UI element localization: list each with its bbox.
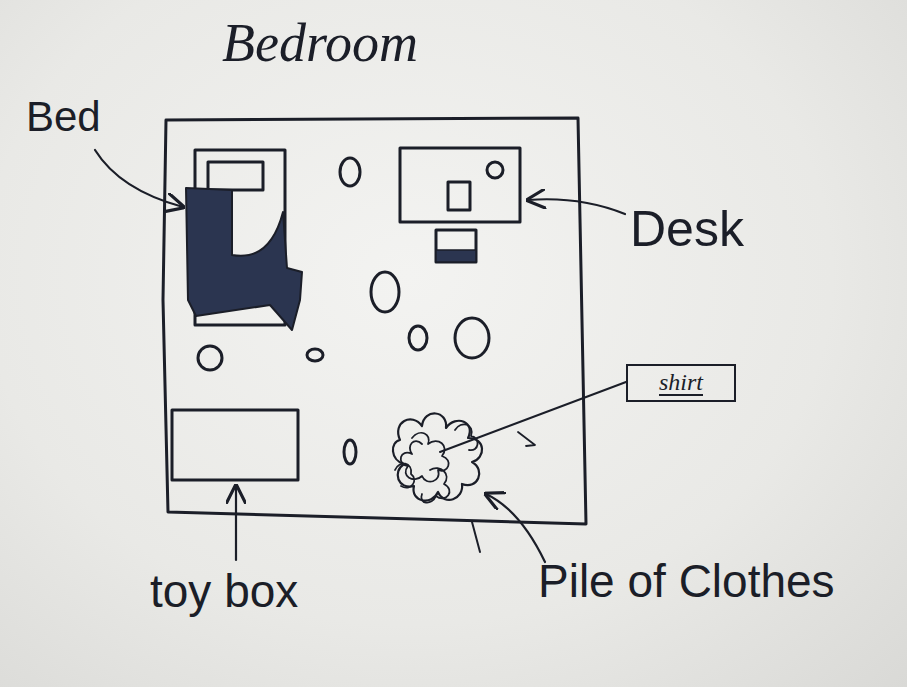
leader-arrow [486, 494, 545, 562]
tag-text: shirt [659, 370, 703, 396]
leader-line [472, 522, 480, 552]
floor-item [198, 346, 222, 370]
diagram-title: Bedroom [222, 14, 418, 73]
seat-fill [436, 250, 476, 262]
storage-chest [172, 410, 298, 480]
callout-label: Pile of Clothes [538, 556, 835, 607]
floor-item [340, 158, 360, 186]
callout-label: Bed [26, 94, 101, 140]
pillow-shape [208, 162, 263, 190]
callout-label: Desk [630, 202, 744, 257]
leader-arrow [95, 150, 183, 207]
tag-box: shirt [626, 364, 736, 402]
floor-item [371, 272, 399, 312]
leader-line [440, 382, 626, 452]
callout-label: toy box [150, 566, 298, 617]
leader-arrow [528, 199, 625, 214]
floor-item [409, 326, 427, 350]
clothing-heap [395, 424, 478, 502]
blanket-fill [186, 188, 302, 330]
leader-arrow [235, 486, 237, 560]
floor-item [455, 318, 489, 358]
floor-item [307, 349, 323, 361]
seat-shape [436, 230, 476, 262]
work-table [400, 148, 520, 222]
stray-mark [518, 432, 535, 446]
table-item [448, 182, 470, 210]
room-outline [163, 118, 586, 524]
table-item [487, 162, 503, 178]
floor-item [344, 440, 356, 464]
